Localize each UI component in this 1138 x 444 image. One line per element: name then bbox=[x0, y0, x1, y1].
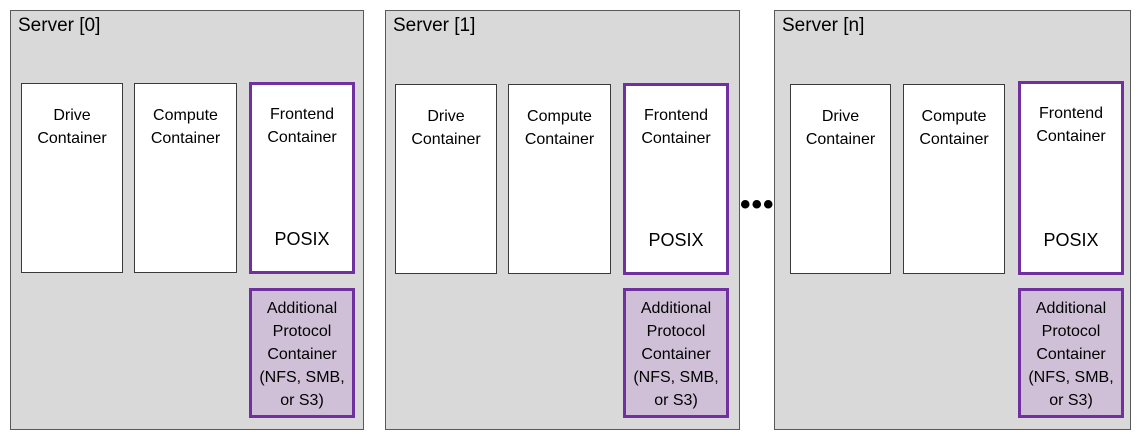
drive-container: Drive Container bbox=[790, 84, 891, 274]
frontend-container: Frontend Container POSIX bbox=[1018, 81, 1124, 275]
protocol-container-label: Additional Protocol Container (NFS, SMB,… bbox=[259, 300, 345, 409]
drive-container: Drive Container bbox=[395, 84, 497, 274]
protocol-container-label: Additional Protocol Container (NFS, SMB,… bbox=[633, 300, 719, 409]
drive-container-label: Drive Container bbox=[37, 107, 107, 147]
server-title: Server [0] bbox=[18, 15, 101, 36]
frontend-container-label: Frontend Container bbox=[267, 106, 337, 146]
compute-container-label: Compute Container bbox=[524, 108, 595, 148]
compute-container: Compute Container bbox=[134, 83, 237, 273]
server-title: Server [1] bbox=[393, 15, 476, 36]
compute-container: Compute Container bbox=[903, 84, 1005, 274]
frontend-container: Frontend Container POSIX bbox=[249, 82, 355, 274]
protocol-container: Additional Protocol Container (NFS, SMB,… bbox=[1018, 288, 1124, 418]
server-1: Server [1] Drive Container Compute Conta… bbox=[385, 10, 740, 430]
drive-container-label: Drive Container bbox=[805, 108, 876, 148]
drive-container: Drive Container bbox=[21, 83, 123, 273]
ellipsis: ••• bbox=[740, 188, 775, 221]
posix-label: POSIX bbox=[1043, 230, 1099, 250]
posix-label: POSIX bbox=[274, 229, 330, 249]
frontend-container: Frontend Container POSIX bbox=[623, 83, 729, 275]
protocol-container: Additional Protocol Container (NFS, SMB,… bbox=[249, 288, 355, 418]
frontend-container-label: Frontend Container bbox=[1036, 105, 1106, 145]
protocol-container-label: Additional Protocol Container (NFS, SMB,… bbox=[1028, 300, 1114, 409]
server-0: Server [0] Drive Container Compute Conta… bbox=[10, 10, 364, 430]
protocol-container: Additional Protocol Container (NFS, SMB,… bbox=[623, 288, 729, 418]
posix-label: POSIX bbox=[648, 230, 704, 250]
compute-container-label: Compute Container bbox=[919, 108, 989, 148]
server-n: Server [n] Drive Container Compute Conta… bbox=[774, 10, 1131, 430]
frontend-container-label: Frontend Container bbox=[641, 107, 711, 147]
compute-container-label: Compute Container bbox=[150, 107, 221, 147]
drive-container-label: Drive Container bbox=[411, 108, 481, 148]
compute-container: Compute Container bbox=[508, 84, 611, 274]
server-title: Server [n] bbox=[782, 15, 865, 36]
